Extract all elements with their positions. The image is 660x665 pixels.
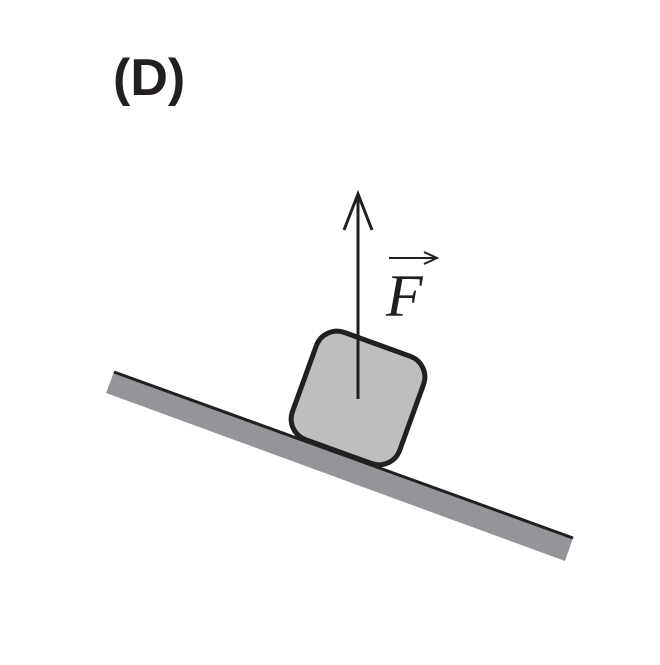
panel-label: (D) xyxy=(113,49,186,107)
incline-surface xyxy=(106,372,573,561)
force-vector xyxy=(342,189,374,399)
force-label: F xyxy=(386,263,423,329)
force-arrow-head xyxy=(342,189,374,231)
vector-accent-arrow xyxy=(389,251,440,265)
vector-accent-head xyxy=(423,251,440,265)
